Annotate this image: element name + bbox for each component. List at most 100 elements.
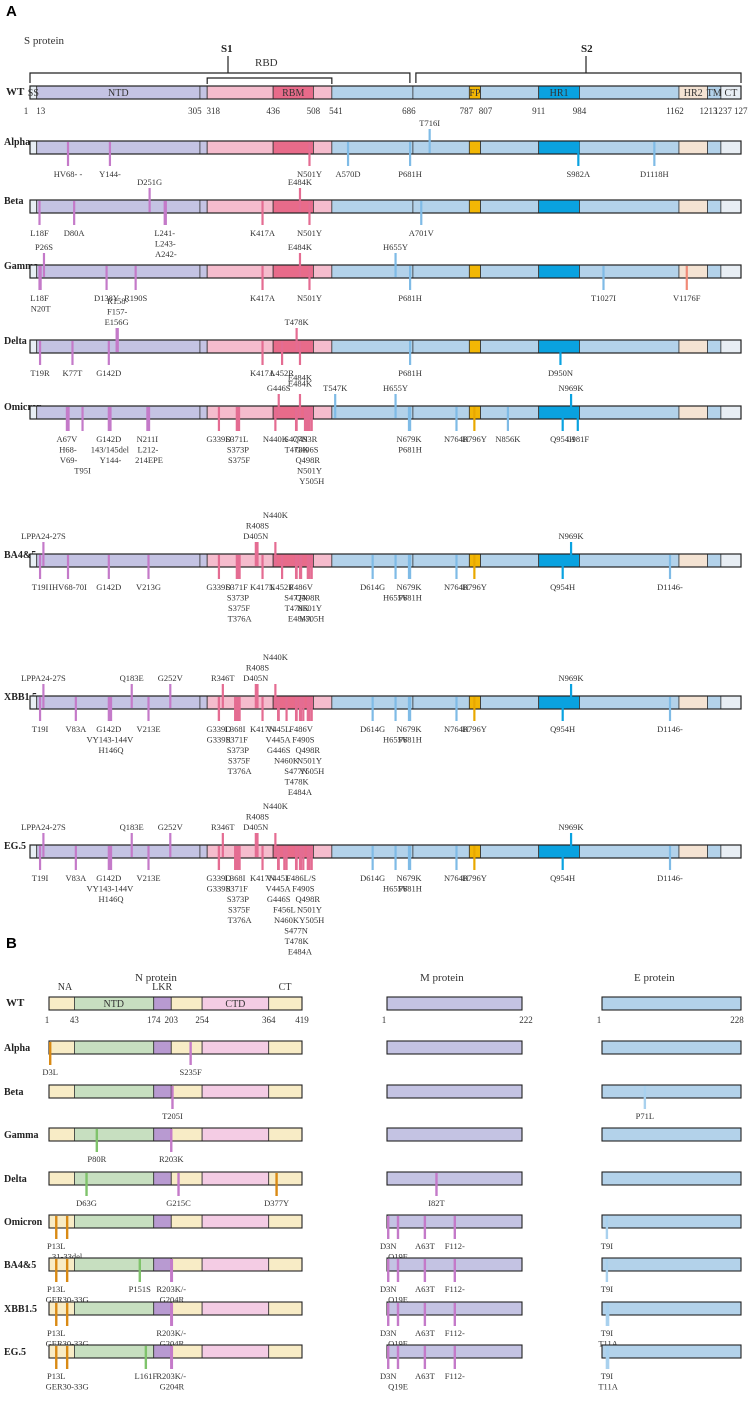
b-eg-5-e-bar: [601, 1344, 742, 1359]
s-position-1273: 1273: [734, 106, 748, 116]
s-alpha-domain-rbm: [272, 140, 314, 155]
s-xbb1-5-mutation-label-35: N679K: [396, 724, 422, 734]
b-omicron-m-mutation-label-2: A63T: [415, 1241, 436, 1251]
b-ba4-5-m-mutation-label-1: Q19E: [388, 1295, 408, 1305]
b-beta-n-domain-3: [170, 1084, 203, 1099]
s-eg-5-domain-link1: [199, 844, 208, 859]
s-alpha-domain-rbd-right: [312, 140, 333, 155]
s-position-1: 1: [24, 106, 29, 116]
s-ba4-5-domain-s2-c: [579, 553, 680, 568]
s-ba4-5-mutation-label-9: T376A: [228, 614, 253, 624]
s-beta-mutation-label-5: A242-: [155, 249, 177, 259]
s-eg-5-domain-ct: [720, 844, 742, 859]
s-delta-mutation-label-10: P681H: [398, 368, 422, 378]
s-gamma-domain-ss: [29, 264, 38, 279]
s-ba4-5-mutation-label-3: G142D: [96, 582, 121, 592]
b-xbb1-5-n-mutation-label-3: G204R: [160, 1339, 185, 1349]
s-ba4-5-mutation-label-13: N440K: [263, 510, 289, 520]
s-omicron-domain-link1: [199, 405, 208, 420]
s-ba4-5-domain-link1: [199, 553, 208, 568]
s-eg-5-domain-s2-a: [412, 844, 470, 859]
b-eg-5-m-mutation-label-3: F112-: [445, 1371, 465, 1381]
b-ba4-5-e-mutation-label-0: T9I: [601, 1284, 613, 1294]
s-eg-5-mutation-label-16: T376A: [228, 915, 253, 925]
b-omicron-n-domain-4: [201, 1214, 270, 1229]
s-omicron-mutation-label-27: P681H: [398, 445, 422, 455]
s-omicron-domain-rbd-right: [312, 405, 333, 420]
s-wt-domain-s1-tail: [331, 85, 414, 100]
s-delta-mutation-label-6: K417A: [250, 368, 276, 378]
b-xbb1-5-n-mutation-label-2: R203K/-: [156, 1328, 186, 1338]
s-beta-domain-link1: [199, 199, 208, 214]
b-delta-n-domain-0: [48, 1171, 75, 1186]
s-xbb1-5-mutation-label-31: N501Y: [297, 756, 322, 766]
n-domain-label-ntd: NTD: [103, 999, 124, 1010]
e-position-1: 1: [597, 1015, 602, 1025]
s-eg-5-mutation-label-28: E484A: [288, 947, 313, 957]
s-domain-label-hr1: HR1: [550, 88, 569, 99]
s-ba4-5-domain-hr1: [538, 553, 580, 568]
b-delta-n-outline: [48, 1171, 303, 1186]
s-omicron-mutation-label-3: T95I: [74, 466, 91, 476]
s-variant-label-alpha: Alpha: [4, 137, 30, 148]
b-eg-5-n-mutation-label-3: R203K/-: [156, 1371, 186, 1381]
n-position-43: 43: [70, 1015, 80, 1025]
s-alpha-domain-fp: [468, 140, 481, 155]
wt-n-domain-0: [48, 996, 75, 1011]
b-alpha-n-outline: [48, 1040, 303, 1055]
s-xbb1-5-mutation-label-8: G252V: [158, 673, 184, 683]
s-ba4-5-domain-ss: [29, 553, 38, 568]
s-eg-5-mutation-label-20: N440K: [263, 801, 289, 811]
s-position-1237: 1237: [714, 106, 733, 116]
s-alpha-mutation-label-3: A570D: [336, 169, 361, 179]
s-xbb1-5-mutation-label-15: S375F: [228, 756, 250, 766]
s-gamma-domain-s1-tail: [331, 264, 414, 279]
s-delta-domain-s1-tail: [331, 339, 414, 354]
s-eg-5-mutation-label-0: T19I: [32, 873, 49, 883]
panel-b-letter: B: [6, 935, 17, 952]
s-alpha-domain-s2-b: [480, 140, 540, 155]
s-position-787: 787: [460, 106, 474, 116]
s-xbb1-5-outline: [29, 695, 742, 710]
s-ba4-5-mutation-label-8: S375F: [228, 603, 250, 613]
b-variant-label-xbb1-5: XBB1.5: [4, 1304, 37, 1315]
b-eg-5-m-mutation-label-2: A63T: [415, 1371, 436, 1381]
b-ba4-5-m-mutation-label-0: D3N: [380, 1284, 397, 1294]
s-omicron-mutation-label-20: G496S: [295, 445, 319, 455]
s-beta-mutation-label-4: L243-: [155, 239, 176, 249]
b-variant-label-ba4-5: BA4&5: [4, 1260, 36, 1271]
s-omicron-mutation-label-26: N679K: [396, 434, 422, 444]
b-omicron-m-mutation-label-0: D3N: [380, 1241, 397, 1251]
s-alpha-mutation-label-2: N501Y: [297, 169, 322, 179]
s-beta-domain-ct: [720, 199, 742, 214]
b-variant-label-omicron: Omicron: [4, 1217, 43, 1228]
s-xbb1-5-domain-hr1: [538, 695, 580, 710]
s-xbb1-5-mutation-label-7: V213E: [136, 724, 160, 734]
s-xbb1-5-mutation-label-32: Y505H: [299, 766, 324, 776]
s-omicron-domain-s2-a: [412, 405, 470, 420]
s-alpha-domain-ct: [720, 140, 742, 155]
s-domain-label-tm: TM: [707, 88, 722, 99]
b-omicron-n-outline: [48, 1214, 303, 1229]
s-xbb1-5-mutation-label-28: F486V: [289, 724, 313, 734]
wt-n-outline: [48, 996, 303, 1011]
s-beta-domain-s2-c: [579, 199, 680, 214]
b-alpha-n-domain-0: [48, 1040, 75, 1055]
s1-bracket: [29, 72, 411, 83]
n-position-203: 203: [165, 1015, 179, 1025]
b-ba4-5-n-mutation-label-2: P151S: [129, 1284, 151, 1294]
s-alpha-mutation-label-5: T716I: [419, 118, 440, 128]
b-gamma-n-mutation-label-0: P80R: [87, 1154, 106, 1164]
b-eg-5-n-mutation-label-2: L161F: [135, 1371, 158, 1381]
s-omicron-mutation-label-29: D796Y: [462, 434, 487, 444]
b-xbb1-5-n-domain-2: [153, 1301, 172, 1316]
s-xbb1-5-mutation-label-33: D614G: [360, 724, 385, 734]
b-ba4-5-n-mutation-label-4: G204R: [160, 1295, 185, 1305]
s-ba4-5-domain-tm: [707, 553, 722, 568]
s-variant-label-eg-5: EG.5: [4, 841, 26, 852]
s-domain-label-ntd: NTD: [108, 88, 129, 99]
s-alpha-domain-tm: [707, 140, 722, 155]
s-xbb1-5-domain-ntd: [36, 695, 201, 710]
s-eg-5-mutation-label-18: R408S: [246, 812, 269, 822]
s-beta-domain-ntd: [36, 199, 201, 214]
